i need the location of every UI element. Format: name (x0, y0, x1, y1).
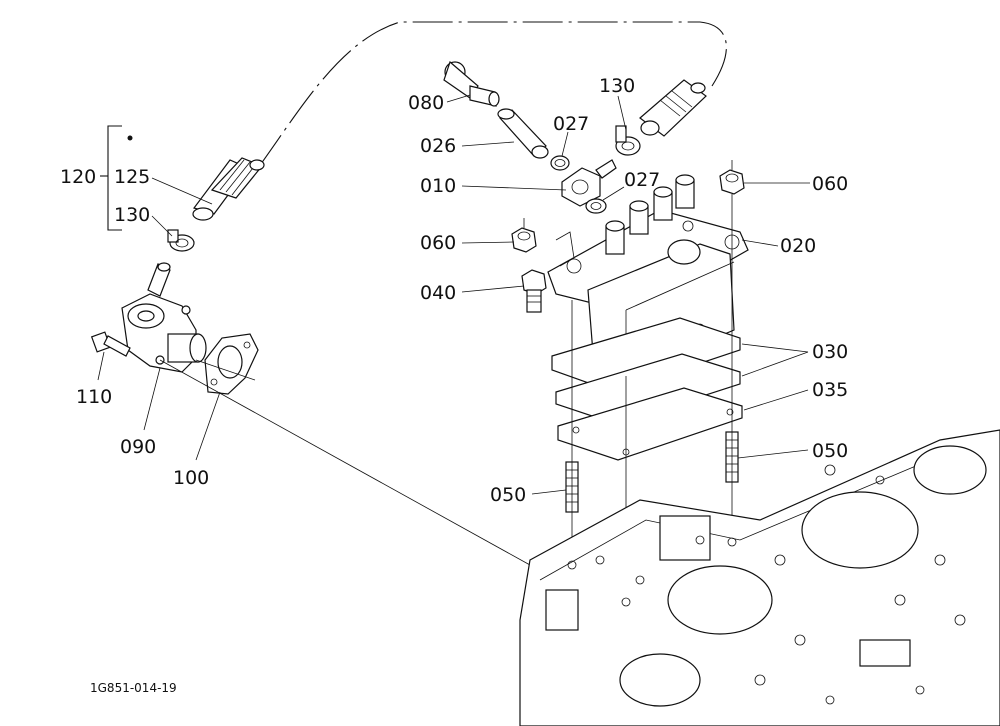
washer-027-upper (550, 155, 570, 171)
feed-pump-090 (121, 293, 207, 373)
washer-027-lower (585, 198, 607, 214)
callout-130-left: 130 (114, 204, 150, 226)
nut-060-right (719, 169, 745, 195)
callout-090: 090 (120, 436, 156, 458)
callout-026: 026 (420, 135, 456, 157)
callout-050-right: 050 (812, 440, 848, 462)
callout-035: 035 (812, 379, 848, 401)
callout-130-right: 130 (599, 75, 635, 97)
bolt-040 (521, 269, 547, 313)
callout-060-left: 060 (420, 232, 456, 254)
pipe-stub (147, 262, 171, 297)
callout-060-right: 060 (812, 173, 848, 195)
callout-030: 030 (812, 341, 848, 363)
banjo-fitting-080 (443, 60, 500, 107)
callout-040: 040 (420, 282, 456, 304)
callout-100: 100 (173, 467, 209, 489)
fitting-026 (497, 108, 549, 159)
fuel-return-pipe (257, 21, 727, 169)
callout-125: 125 (114, 166, 150, 188)
clamp-130-right (615, 125, 641, 156)
callout-010: 010 (420, 175, 456, 197)
drawing-reference-code: 1G851-014-19 (90, 681, 177, 695)
engine-block (519, 429, 1000, 726)
hose-125 (192, 157, 265, 221)
banjo-010 (561, 159, 617, 207)
callout-027-lower: 027 (624, 169, 660, 191)
callout-110: 110 (76, 386, 112, 408)
callout-020: 020 (780, 235, 816, 257)
hose-end-upper (639, 79, 707, 137)
callout-050-left: 050 (490, 484, 526, 506)
leader-lines (97, 94, 810, 495)
callout-027-upper: 027 (553, 113, 589, 135)
gasket-100 (204, 333, 259, 395)
nut-060-left (511, 227, 537, 253)
gasket-035 (557, 387, 743, 461)
gasket-030-upper (551, 317, 741, 393)
bracket-120 (100, 125, 133, 231)
callout-080: 080 (408, 92, 444, 114)
assembly-line-pump (159, 359, 531, 566)
gasket-030-lower (555, 353, 741, 425)
bolt-110 (90, 331, 131, 357)
callout-120: 120 (60, 166, 96, 188)
clamp-130-left (167, 229, 195, 252)
